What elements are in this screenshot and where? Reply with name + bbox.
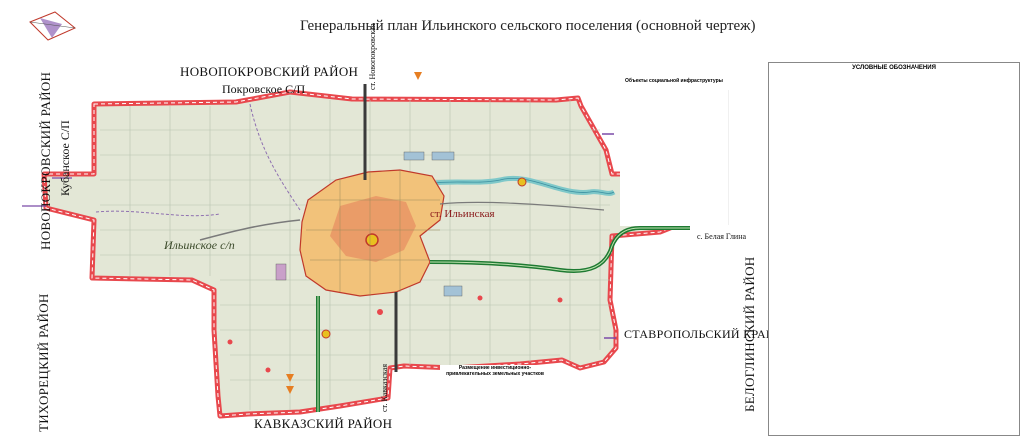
map-title: Генеральный план Ильинского сельского по… (300, 18, 756, 34)
roads (95, 84, 690, 412)
label-ilyinskoe-sp: Ильинское с/п (164, 238, 235, 252)
label-to-kavkazskaya: ст. Кавказская (380, 363, 389, 412)
legend-title: УСЛОВНЫЕ ОБОЗНАЧЕНИЯ (852, 65, 936, 71)
label-st-ilyinskaya: ст. Ильинская (430, 208, 495, 220)
label-tikhoretsky: ТИХОРЕЦКИЙ РАЙОН (36, 293, 51, 432)
social-infrastructure-table: Объекты социальной инфраструктуры (620, 78, 728, 226)
invest-table-title: Размещение инвестиционно-привлекательных… (446, 365, 544, 377)
label-to-belaya-glina: с. Белая Глина (697, 232, 747, 241)
compass-rose-icon (29, 11, 76, 41)
invest-plots-table: Размещение инвестиционно-привлекательных… (440, 365, 550, 413)
label-pokrovskoe: Покровское С/П (222, 82, 306, 96)
label-novopokrovsky-top: НОВОПОКРОВСКИЙ РАЙОН (180, 64, 359, 79)
social-table-title: Объекты социальной инфраструктуры (625, 78, 723, 84)
infrastructure-markers (22, 72, 616, 394)
label-novopokrovsky-left: НОВОПОКРОВСКИЙ РАЙОН (38, 71, 53, 250)
label-kavkazsky: КАВКАЗСКИЙ РАЙОН (254, 416, 393, 431)
label-to-novopokrovskaya: ст. Новопокровская (368, 23, 377, 90)
label-kubanskoe: Кубанское С/П (58, 120, 72, 196)
label-stavropol: СТАВРОПОЛЬСКИЙ КРАЙ (624, 327, 775, 341)
map-legend: УСЛОВНЫЕ ОБОЗНАЧЕНИЯ (768, 62, 1020, 436)
